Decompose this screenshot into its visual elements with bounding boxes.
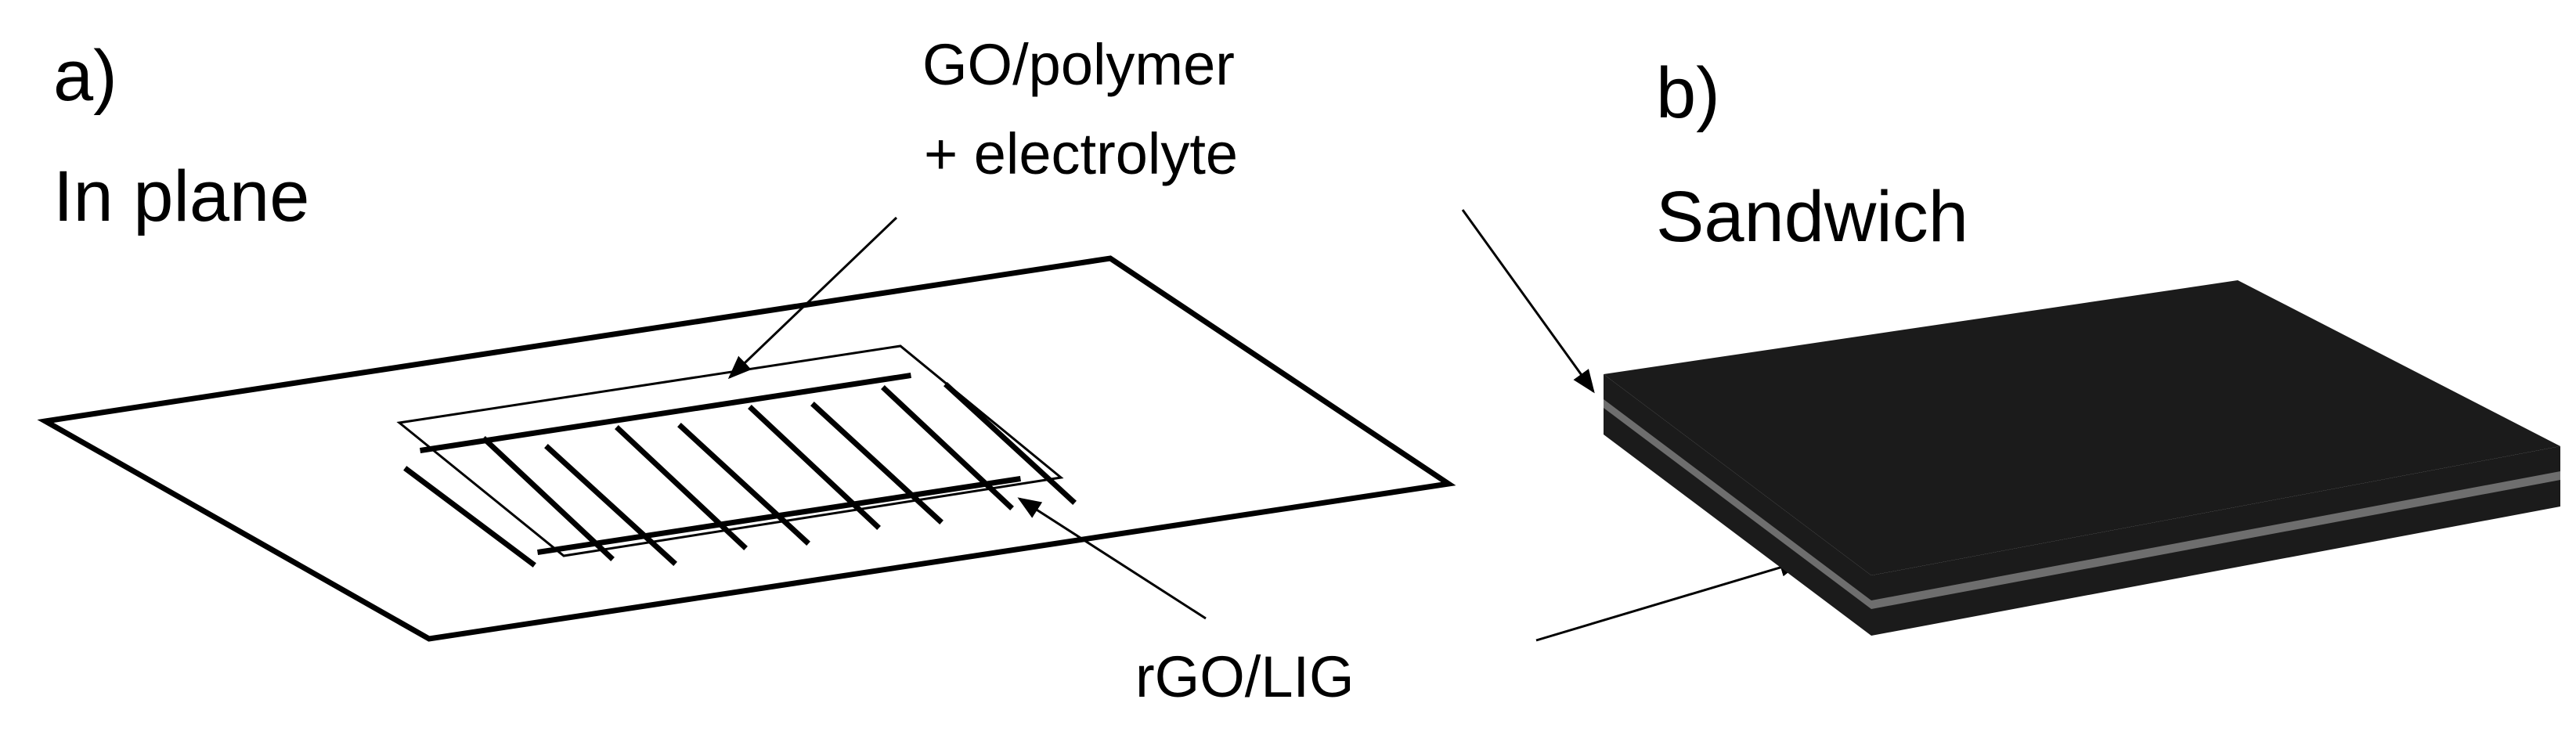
sandwich-stack — [1604, 280, 2560, 636]
panel-a-letter: a) — [53, 36, 117, 116]
sandwich-right-gray-layer — [1871, 471, 2560, 609]
arrow-bottom-to-sandwich-bottom-layer — [1535, 558, 1803, 642]
interdigitated-electrodes — [403, 373, 1077, 568]
callout-top-line1: GO/polymer — [922, 32, 1235, 97]
callout-bottom: rGO/LIG — [1135, 644, 1355, 709]
sandwich-left-gray-layer — [1604, 399, 1871, 609]
panel-b-title: Sandwich — [1656, 177, 1968, 257]
callout-top-line2: + electrolyte — [924, 121, 1238, 186]
panel-b-letter: b) — [1656, 53, 1720, 133]
panel-a-title: In plane — [53, 157, 309, 236]
bottom-comb-electrode — [403, 382, 1077, 568]
sandwich-top-face — [1604, 280, 2560, 575]
arrow-bottom-to-electrodes — [1017, 497, 1207, 620]
arrow-top-to-active-area — [727, 216, 898, 380]
arrow-top-to-sandwich-top-layer — [1461, 209, 1595, 394]
top-comb-electrode — [420, 373, 1014, 561]
